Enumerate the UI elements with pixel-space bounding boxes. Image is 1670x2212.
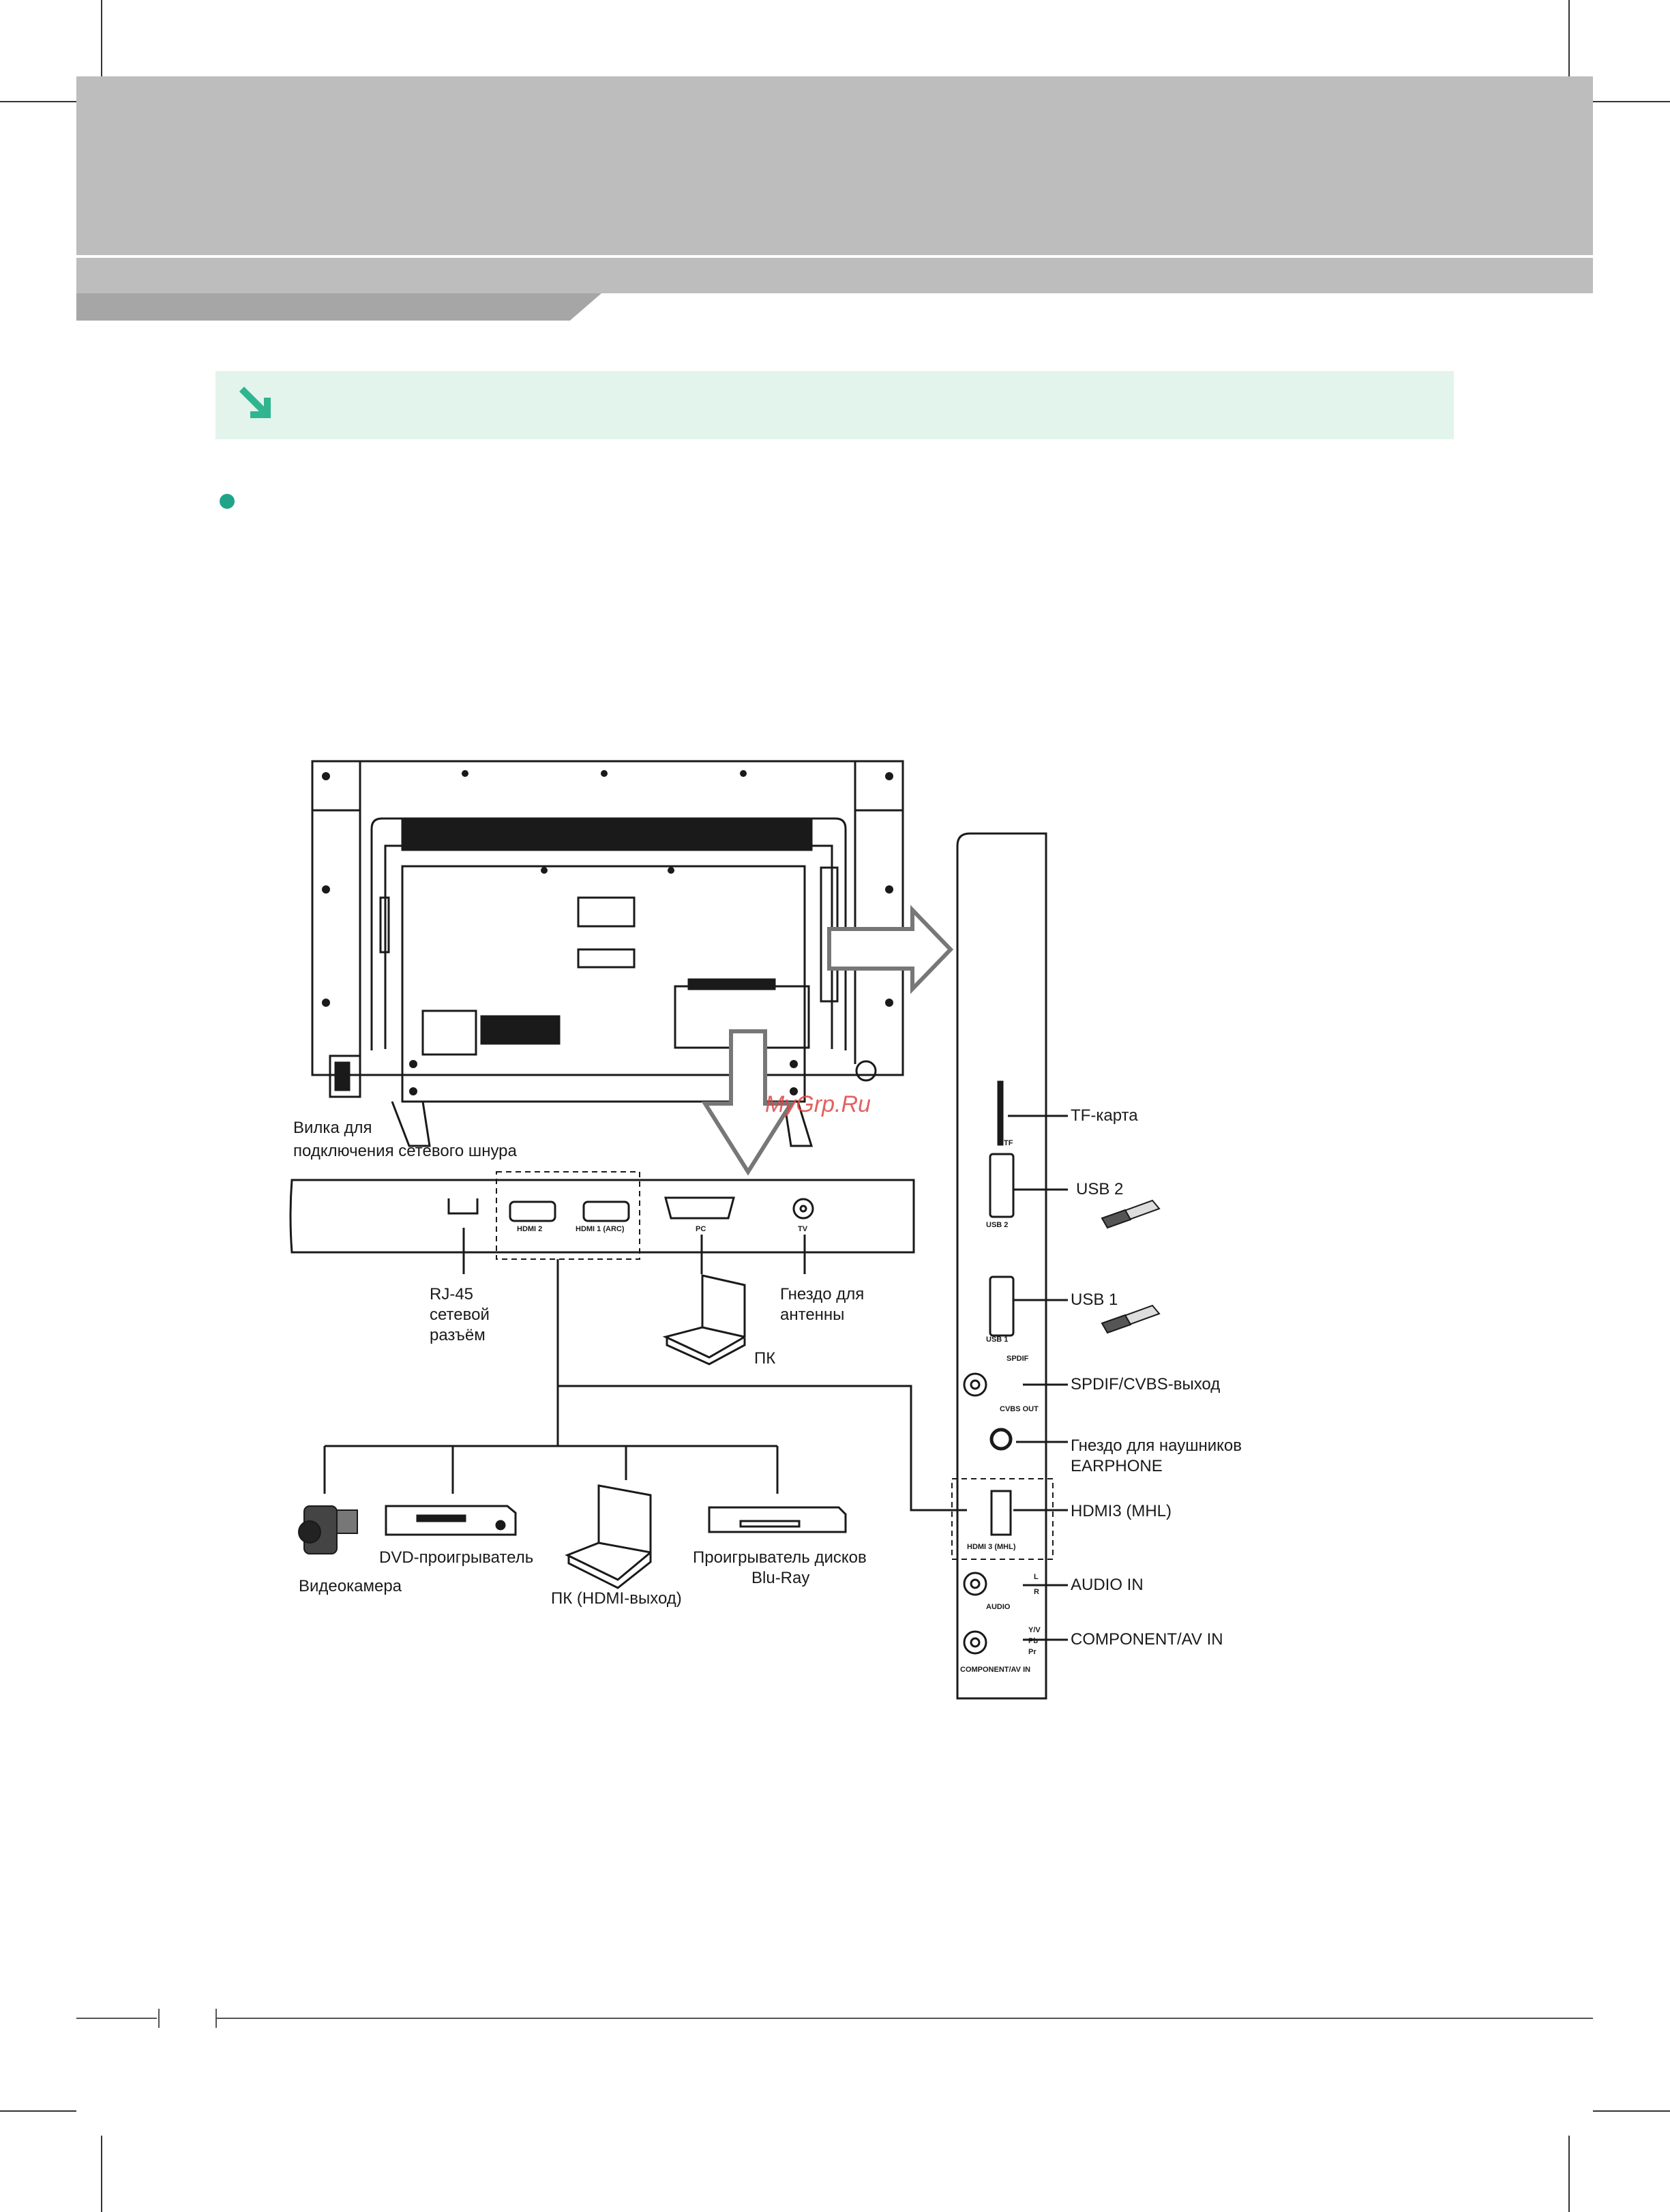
hdmi3-label: HDMI3 (MHL) bbox=[1071, 1502, 1172, 1520]
bullet-dot bbox=[220, 494, 235, 509]
section-tab bbox=[76, 293, 601, 321]
footer-rule-left bbox=[76, 2018, 157, 2019]
port-comp-pr: Pr bbox=[1028, 1648, 1037, 1656]
watermark: MyGrp.Ru bbox=[765, 1091, 871, 1117]
audio-in-label: AUDIO IN bbox=[1071, 1576, 1144, 1594]
component-label: COMPONENT/AV IN bbox=[1071, 1630, 1223, 1649]
earphone-label-2: EARPHONE bbox=[1071, 1457, 1163, 1475]
dvd-label: DVD-проигрыватель bbox=[379, 1548, 534, 1567]
crop-mark bbox=[1593, 2110, 1670, 2112]
port-comp-y: Y/V bbox=[1028, 1626, 1041, 1634]
port-tf: TF bbox=[1004, 1139, 1013, 1147]
crop-mark bbox=[1568, 0, 1570, 76]
crop-mark bbox=[1593, 101, 1670, 102]
note-bar bbox=[215, 371, 1454, 439]
usb2-label: USB 2 bbox=[1076, 1180, 1124, 1198]
port-audio: AUDIO bbox=[986, 1603, 1011, 1611]
camcorder-label: Видеокамера bbox=[299, 1577, 402, 1595]
port-component: COMPONENT/AV IN bbox=[960, 1666, 1031, 1674]
spdif-label: SPDIF/CVBS-выход bbox=[1071, 1375, 1221, 1393]
header-divider bbox=[76, 255, 1593, 258]
port-hdmi2: HDMI 2 bbox=[517, 1225, 543, 1233]
crop-mark bbox=[1568, 2136, 1570, 2212]
port-audio-l: L bbox=[1034, 1573, 1039, 1581]
rj45-label-2: сетевой bbox=[430, 1306, 490, 1324]
port-usb2: USB 2 bbox=[986, 1221, 1009, 1229]
crop-mark bbox=[101, 0, 102, 76]
power-plug-label-2: подключения сетевого шнура bbox=[293, 1142, 517, 1160]
port-audio-r: R bbox=[1034, 1588, 1039, 1596]
port-spdif: SPDIF bbox=[1007, 1355, 1029, 1363]
rj45-label-1: RJ-45 bbox=[430, 1285, 474, 1303]
usb1-label: USB 1 bbox=[1071, 1291, 1118, 1309]
header-banner bbox=[76, 76, 1593, 255]
port-hdmi3: HDMI 3 (MHL) bbox=[967, 1543, 1016, 1551]
antenna-label-1: Гнездо для bbox=[780, 1285, 865, 1303]
pc-label: ПК bbox=[754, 1349, 776, 1368]
port-tv: TV bbox=[798, 1225, 808, 1233]
rj45-label-3: разъём bbox=[430, 1326, 486, 1344]
port-comp-pb: Pb bbox=[1028, 1637, 1039, 1645]
bluray-label-1: Проигрыватель дисков bbox=[693, 1548, 867, 1567]
tf-card-label: TF-карта bbox=[1071, 1106, 1138, 1125]
antenna-label-2: антенны bbox=[780, 1306, 845, 1324]
crop-mark bbox=[101, 2136, 102, 2212]
earphone-label-1: Гнездо для наушников bbox=[1071, 1436, 1242, 1455]
port-hdmi1: HDMI 1 (ARC) bbox=[576, 1225, 625, 1233]
crop-mark bbox=[0, 101, 76, 102]
port-cvbs: CVBS OUT bbox=[1000, 1405, 1039, 1413]
header-banner-lower bbox=[76, 258, 1593, 293]
footer-rule-tick bbox=[158, 2009, 160, 2028]
port-usb1: USB 1 bbox=[986, 1336, 1009, 1344]
power-plug-label-1: Вилка для bbox=[293, 1119, 372, 1137]
pc-hdmi-label: ПК (HDMI-выход) bbox=[551, 1589, 682, 1608]
port-pc: PC bbox=[696, 1225, 706, 1233]
crop-mark bbox=[0, 2110, 76, 2112]
bluray-label-2: Blu-Ray bbox=[751, 1569, 810, 1587]
footer-rule-right bbox=[215, 2018, 1593, 2019]
